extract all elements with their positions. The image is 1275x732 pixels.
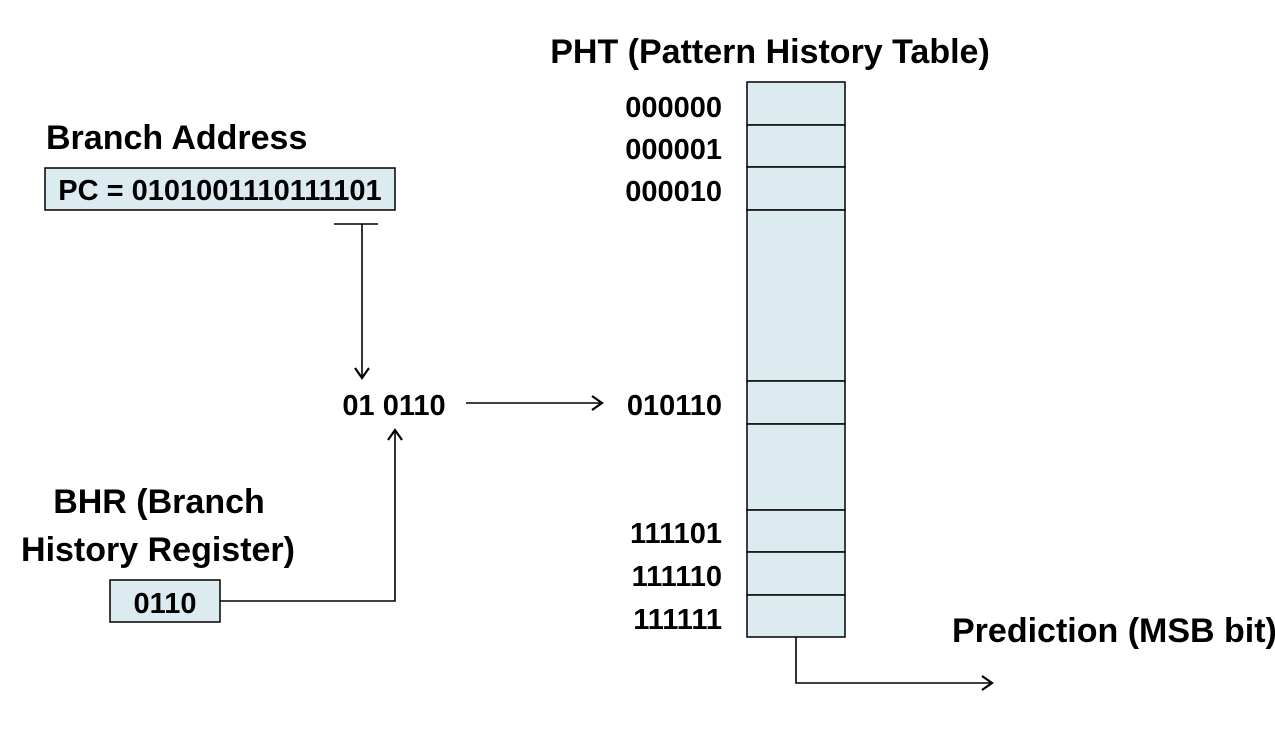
- pht-cell-010110: [746, 380, 846, 425]
- pc-register-box: [44, 167, 396, 211]
- pht-cell-000001: [746, 124, 846, 168]
- pht-cell-111101: [746, 509, 846, 553]
- bhr-to-index-arrow: [220, 428, 403, 602]
- pht-entry-label: 000010: [625, 176, 722, 208]
- pht-entry-label: 111111: [633, 604, 722, 636]
- pht-title: PHT (Pattern History Table): [550, 33, 990, 71]
- pht-entry-label: 111101: [630, 518, 722, 550]
- pht-cell-000010: [746, 166, 846, 211]
- prediction-output-arrow: [795, 637, 994, 691]
- pht-cell-111110: [746, 551, 846, 596]
- pht-cell-000000: [746, 81, 846, 126]
- prediction-label: Prediction (MSB bit): [952, 612, 1275, 650]
- bhr-register-box: [109, 579, 221, 623]
- pht-cell-gap-lower: [746, 423, 846, 511]
- pht-index-value: 01 0110: [342, 390, 445, 422]
- branch-address-title: Branch Address: [46, 119, 307, 157]
- bhr-value: 0110: [134, 588, 197, 620]
- pht-entry-label: 010110: [627, 390, 722, 422]
- pht-entry-label: 000000: [625, 92, 722, 124]
- pht-cell-gap-upper: [746, 209, 846, 382]
- bhr-title-line1: BHR (Branch: [53, 483, 265, 521]
- pht-table: [746, 81, 846, 638]
- pht-cell-111111: [746, 594, 846, 638]
- pht-entry-label: 111110: [632, 561, 722, 593]
- pc-value: PC = 0101001110111101: [58, 175, 381, 207]
- bhr-title-line2: History Register): [21, 531, 295, 569]
- pht-entry-label: 000001: [625, 134, 722, 166]
